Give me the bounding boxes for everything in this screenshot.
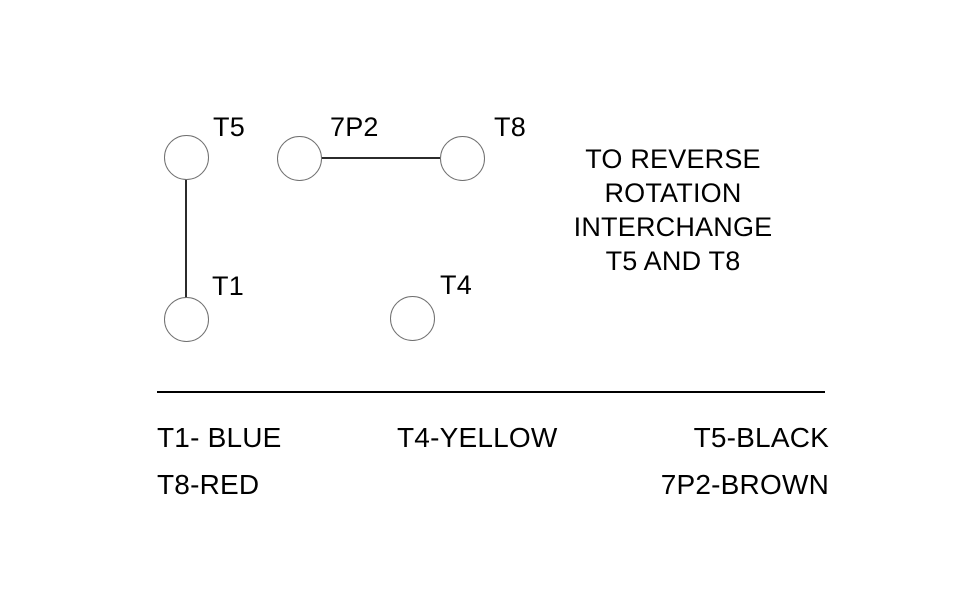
legend-item-7p2: 7P2-BROWN xyxy=(660,469,829,500)
instruction-line-4: T5 AND T8 xyxy=(605,246,741,276)
instruction-line-3: INTERCHANGE xyxy=(573,212,773,242)
legend-item-t1: T1- BLUE xyxy=(157,422,282,453)
terminal-t5[interactable] xyxy=(164,135,209,180)
instruction-note: TO REVERSE ROTATION INTERCHANGE T5 AND T… xyxy=(528,142,818,278)
section-divider xyxy=(157,391,825,393)
terminal-7p2[interactable] xyxy=(277,136,322,181)
terminal-t8[interactable] xyxy=(440,136,485,181)
terminal-label-t1: T1 xyxy=(212,271,244,301)
wire-color-legend: T1- BLUE T8-RED T4-YELLOW T5-BLACK 7P2-B… xyxy=(157,414,829,524)
terminal-t1[interactable] xyxy=(164,297,209,342)
legend-item-t4: T4-YELLOW xyxy=(397,422,558,453)
legend-column-right: T5-BLACK 7P2-BROWN xyxy=(661,414,829,508)
terminal-label-t4: T4 xyxy=(440,270,472,300)
legend-item-t8: T8-RED xyxy=(157,469,260,500)
wire-t5-to-t1 xyxy=(185,178,187,298)
terminal-label-t8: T8 xyxy=(494,112,526,142)
wire-7p2-to-t8 xyxy=(320,157,440,159)
terminal-label-t5: T5 xyxy=(213,112,245,142)
legend-column-left: T1- BLUE T8-RED xyxy=(157,414,282,508)
instruction-line-1: TO REVERSE xyxy=(585,144,761,174)
terminal-t4[interactable] xyxy=(390,296,435,341)
terminal-label-7p2: 7P2 xyxy=(330,112,379,142)
legend-column-center: T4-YELLOW xyxy=(397,414,558,461)
legend-item-t5: T5-BLACK xyxy=(693,422,829,453)
instruction-line-2: ROTATION xyxy=(604,178,742,208)
